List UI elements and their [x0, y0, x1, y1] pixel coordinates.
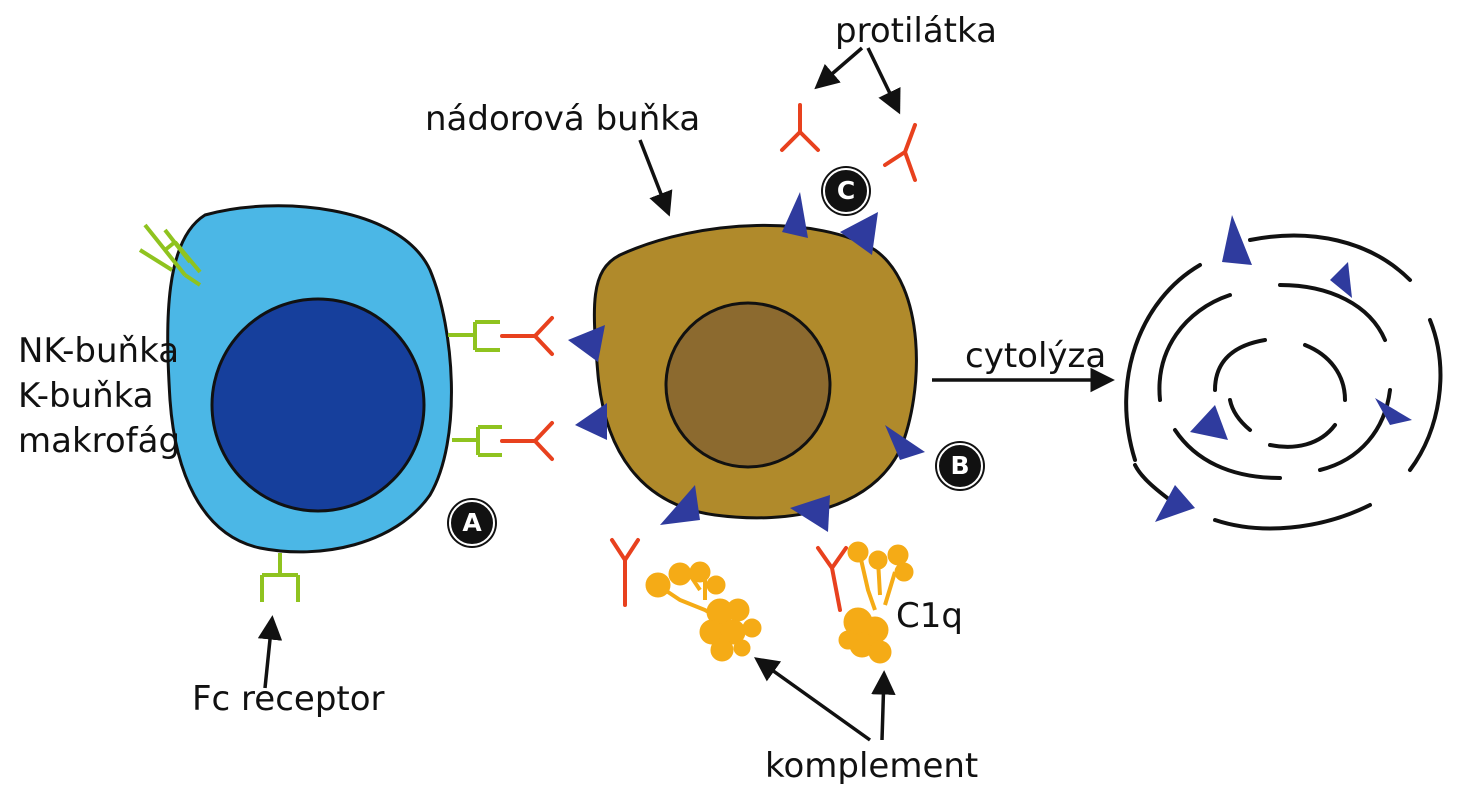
effector-cell — [166, 204, 453, 554]
antigens-tumor — [568, 192, 925, 532]
badge-c: C — [823, 168, 869, 214]
arrow-complement-right-icon — [871, 670, 896, 741]
badge-a: A — [449, 500, 495, 546]
tumor-cell — [592, 223, 918, 520]
bound-antibody-1-icon — [500, 316, 554, 356]
free-antibody-left-icon — [780, 103, 820, 152]
effector-nucleus — [210, 297, 426, 513]
badge-b: B — [937, 443, 983, 489]
antigen-triangle-icon — [575, 403, 607, 440]
antigen-triangle-icon — [1222, 215, 1252, 265]
fc-receptor-bottom-icon — [260, 553, 300, 602]
complement-c1q-left-icon — [645, 561, 762, 662]
arrow-complement-left-icon — [754, 657, 872, 742]
fc-receptor-mid1-icon — [448, 320, 500, 352]
antigen-triangle-icon — [1330, 262, 1352, 298]
arrow-antibody-left-icon — [814, 46, 864, 90]
fc-receptor-top-icon — [138, 223, 202, 287]
antigen-triangle-icon — [1190, 405, 1228, 440]
label-cytolysis: cytolýza — [965, 336, 1107, 376]
antigen-triangle-icon — [885, 425, 925, 460]
label-antibody: protilátka — [835, 11, 997, 51]
arrow-fc-receptor-icon — [257, 615, 283, 689]
antigen-triangle-icon — [782, 192, 808, 238]
complement-antibody-left-icon — [610, 538, 640, 607]
label-nk-cell: NK-buňka — [18, 331, 180, 371]
antigens-lysed — [1155, 215, 1412, 522]
free-antibody-right-icon — [883, 123, 917, 182]
antigen-triangle-icon — [790, 495, 830, 532]
label-fc-receptor: Fc receptor — [192, 679, 385, 719]
antigen-triangle-icon — [660, 485, 700, 525]
antigen-triangle-icon — [1155, 485, 1195, 522]
antigen-triangle-icon — [1375, 398, 1412, 425]
arrows — [257, 46, 1115, 742]
arrow-antibody-right-icon — [866, 47, 901, 115]
label-c1q: C1q — [896, 596, 963, 636]
label-macrophage: makrofág — [18, 421, 181, 461]
fc-receptor-mid2-icon — [452, 425, 502, 457]
lysed-cell — [1124, 233, 1443, 531]
antigen-triangle-icon — [568, 325, 605, 362]
label-tumor-cell: nádorová buňka — [425, 99, 701, 139]
tumor-nucleus — [664, 301, 832, 469]
complement-antibody-right-icon — [816, 546, 848, 612]
antigen-triangle-icon — [840, 212, 878, 255]
label-k-cell: K-buňka — [18, 376, 154, 416]
complement-c1q-right-icon — [838, 541, 914, 664]
bound-antibody-2-icon — [500, 421, 554, 461]
label-complement: komplement — [765, 746, 979, 786]
arrow-tumor-cell-icon — [638, 139, 673, 217]
